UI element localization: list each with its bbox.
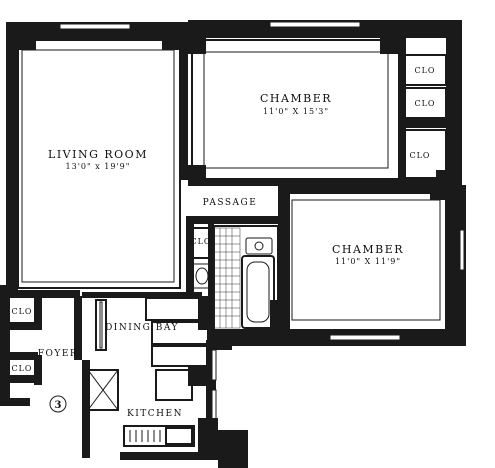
bath-tile-floor xyxy=(213,227,241,329)
closet-label: CLO xyxy=(410,151,431,160)
living-room-name: LIVING ROOM xyxy=(48,148,148,161)
exterior-walls xyxy=(0,20,466,468)
chamber-1-name: CHAMBER xyxy=(260,92,332,105)
chamber-2-dims: 11'0" X 11'9" xyxy=(335,257,401,266)
closet-label: CLO xyxy=(415,99,436,108)
passage-label: PASSAGE xyxy=(203,198,258,208)
kitchen-area xyxy=(82,360,218,458)
closet-label: CLO xyxy=(12,307,33,316)
foyer-label: FOYER xyxy=(38,349,78,359)
closet-label: CLO xyxy=(415,66,436,75)
right-closets xyxy=(402,54,448,190)
chamber-1 xyxy=(188,38,406,188)
closet-label: CLO xyxy=(191,237,212,246)
unit-marker: 3 xyxy=(55,400,62,411)
foyer-area xyxy=(8,290,82,413)
chamber-2-name: CHAMBER xyxy=(332,243,404,256)
room-labels: LIVING ROOM 13'0" x 19'9" CHAMBER 11'0" … xyxy=(12,66,436,419)
closet-label: CLO xyxy=(12,364,33,373)
dining-bay-label: DINING BAY xyxy=(105,323,179,333)
living-room xyxy=(17,30,188,289)
dining-bay-area xyxy=(82,292,212,367)
living-room-dims: 13'0" x 19'9" xyxy=(66,162,131,171)
windows xyxy=(59,21,465,421)
chamber-1-dims: 11'0" X 15'3" xyxy=(263,107,329,116)
kitchen-label: KITCHEN xyxy=(127,409,183,419)
bathroom xyxy=(186,216,280,331)
